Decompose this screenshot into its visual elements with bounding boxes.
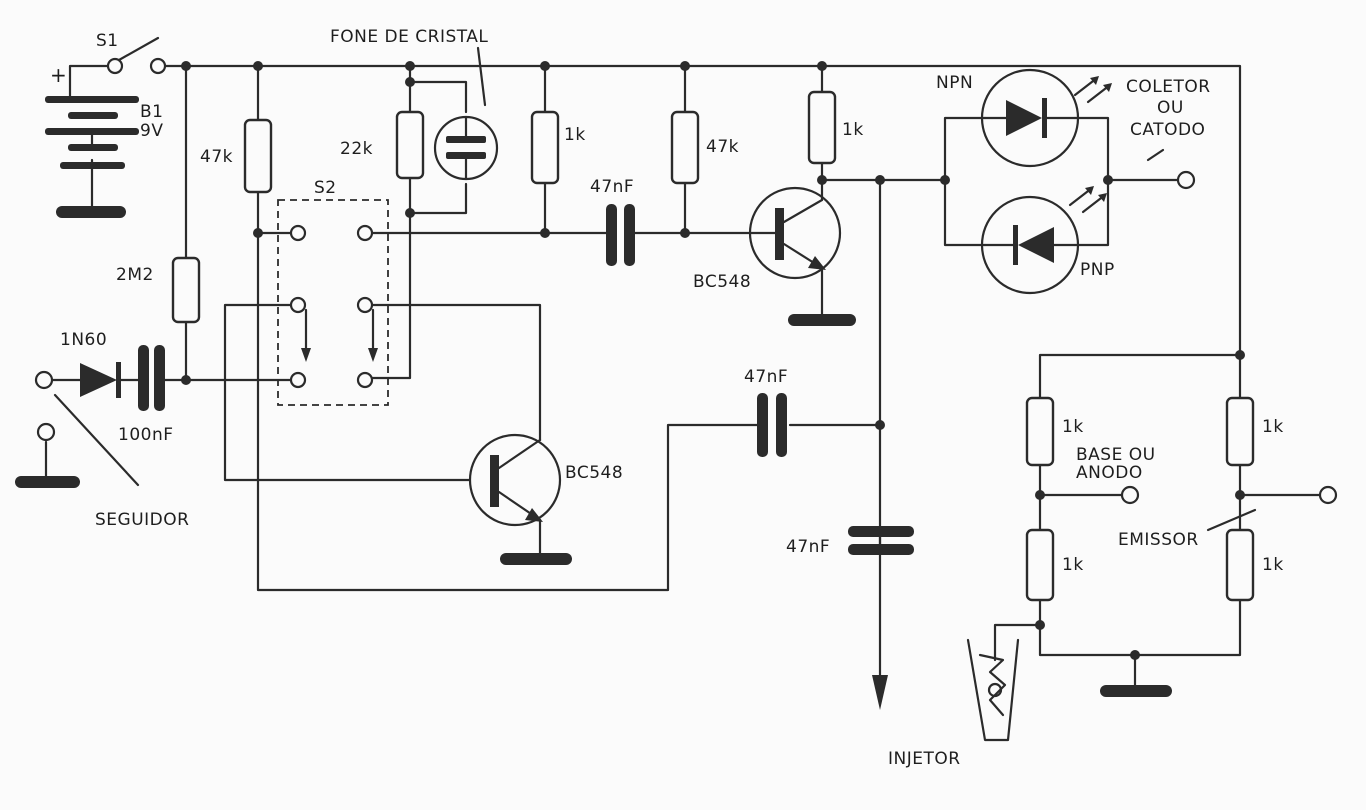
capacitor-47nf-a-plate2 bbox=[624, 204, 635, 266]
resistor-22k bbox=[395, 110, 425, 180]
battery-b1 bbox=[45, 96, 139, 218]
transistor-q1 bbox=[748, 186, 842, 280]
label-r-1k-b: 1k bbox=[842, 120, 864, 140]
label-s1: S1 bbox=[96, 31, 119, 51]
base-terminal bbox=[1120, 485, 1140, 505]
resistor-1k-c bbox=[1025, 396, 1055, 467]
injector-arrow bbox=[872, 675, 888, 710]
resistor-1k-b bbox=[807, 90, 837, 165]
label-r-2m2: 2M2 bbox=[116, 265, 154, 285]
diode-1n60 bbox=[80, 362, 121, 398]
resistor-47k-b bbox=[670, 110, 700, 185]
switch-s2 bbox=[277, 199, 389, 406]
labels: S1 + B1 9V FONE DE CRISTAL 47k 22k 1k 47… bbox=[50, 27, 1284, 769]
label-coletor: COLETOR bbox=[1126, 77, 1211, 97]
label-ou: OU bbox=[1157, 98, 1184, 118]
resistors bbox=[171, 90, 1255, 602]
junction-dots bbox=[181, 61, 1245, 660]
emissor-terminal bbox=[1318, 485, 1338, 505]
label-plus: + bbox=[50, 63, 67, 87]
label-r-1k-f: 1k bbox=[1262, 555, 1284, 575]
label-q1: BC548 bbox=[693, 272, 751, 292]
led-npn bbox=[980, 68, 1112, 168]
resistor-2m2 bbox=[171, 256, 201, 324]
capacitor-47nf-a-plate1 bbox=[606, 204, 617, 266]
label-pnp: PNP bbox=[1080, 260, 1115, 280]
crystal-earphone bbox=[433, 115, 499, 181]
label-injetor: INJETOR bbox=[888, 749, 961, 769]
label-r-47k-b: 47k bbox=[706, 137, 739, 157]
label-b1: B1 bbox=[140, 102, 163, 122]
label-seguidor: SEGUIDOR bbox=[95, 510, 189, 530]
capacitor-100nf-plate1 bbox=[138, 345, 149, 411]
capacitor-47nf-b-plate2 bbox=[776, 393, 787, 457]
resistor-47k-a bbox=[243, 118, 273, 194]
grounds bbox=[15, 314, 1172, 697]
resistor-1k-e bbox=[1025, 528, 1055, 602]
label-c-47nf-c: 47nF bbox=[786, 537, 830, 557]
alligator-clip bbox=[966, 638, 1020, 742]
capacitors bbox=[138, 204, 914, 555]
label-q2: BC548 bbox=[565, 463, 623, 483]
label-r-47k-a: 47k bbox=[200, 147, 233, 167]
label-emissor: EMISSOR bbox=[1118, 530, 1199, 550]
capacitor-100nf-plate2 bbox=[154, 345, 165, 411]
label-c-47nf-a: 47nF bbox=[590, 177, 634, 197]
resistor-1k-d bbox=[1225, 396, 1255, 467]
label-npn: NPN bbox=[936, 73, 973, 93]
label-r-22k: 22k bbox=[340, 139, 373, 159]
input-terminal bbox=[34, 370, 54, 390]
capacitor-47nf-c-plate2 bbox=[848, 544, 914, 555]
label-r-1k-a: 1k bbox=[564, 125, 586, 145]
switch-s1 bbox=[106, 36, 167, 75]
label-c-100nf: 100nF bbox=[118, 425, 174, 445]
label-base-ou: BASE OU bbox=[1076, 445, 1156, 465]
led-pnp bbox=[980, 186, 1107, 295]
label-catodo: CATODO bbox=[1130, 120, 1205, 140]
resistor-1k-f bbox=[1225, 528, 1255, 602]
label-r-1k-c: 1k bbox=[1062, 417, 1084, 437]
capacitor-47nf-c-plate1 bbox=[848, 526, 914, 537]
transistor-q2 bbox=[468, 433, 562, 527]
label-c-47nf-b: 47nF bbox=[744, 367, 788, 387]
capacitor-47nf-b-plate1 bbox=[757, 393, 768, 457]
label-r-1k-d: 1k bbox=[1262, 417, 1284, 437]
resistor-1k-a bbox=[530, 110, 560, 185]
label-d-1n60: 1N60 bbox=[60, 330, 107, 350]
label-anodo: ANODO bbox=[1076, 463, 1143, 483]
label-b1-voltage: 9V bbox=[140, 121, 163, 141]
coletor-terminal bbox=[1176, 170, 1196, 190]
label-s2: S2 bbox=[314, 178, 337, 198]
terminals bbox=[34, 170, 1338, 505]
ground-terminal bbox=[36, 422, 56, 442]
label-r-1k-e: 1k bbox=[1062, 555, 1084, 575]
label-fone: FONE DE CRISTAL bbox=[330, 27, 488, 47]
